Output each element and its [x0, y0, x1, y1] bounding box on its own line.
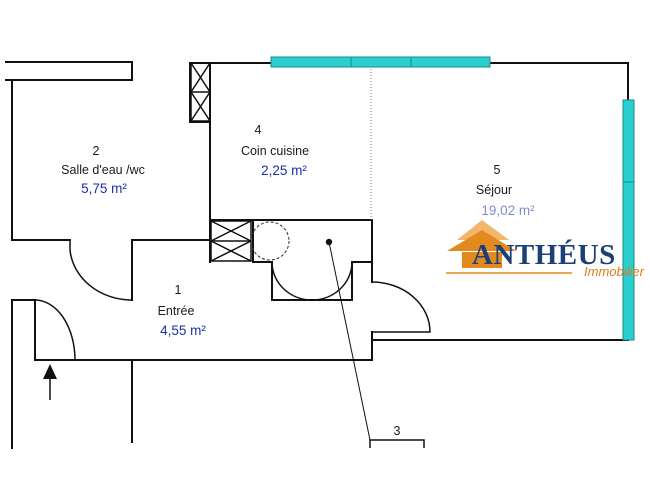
storage-leader: [328, 241, 371, 441]
logo-name: ANTHÉUS: [472, 238, 616, 271]
room-5-number: 5: [494, 163, 501, 177]
window-right-1: [622, 99, 635, 183]
room-4-area: 2,25 m²: [261, 163, 307, 178]
windows: [270, 56, 635, 341]
shaft-middle: [210, 220, 252, 262]
room-labels: 2 Salle d'eau /wc 5,75 m² 4 Coin cuisine…: [61, 123, 535, 438]
room-1-name: Entrée: [158, 304, 195, 318]
logo-tagline: Immobilier: [584, 264, 645, 279]
window-top-1: [270, 56, 352, 68]
room-2-name: Salle d'eau /wc: [61, 163, 145, 177]
storage-label-box: [369, 439, 425, 448]
room-2-area: 5,75 m²: [81, 181, 127, 196]
window-top-2: [350, 56, 412, 68]
room-5-name: Séjour: [476, 183, 512, 197]
water-heater: [250, 221, 290, 261]
entrance-arrow-icon: [43, 364, 57, 400]
room-4-number: 4: [255, 123, 262, 137]
logo-house-icon: [447, 220, 516, 268]
window-right-2: [622, 181, 635, 341]
watermark-logo: ANTHÉUS Immobilier: [446, 220, 645, 279]
window-top-3: [410, 56, 491, 68]
room-1-number: 1: [175, 283, 182, 297]
room-2-number: 2: [93, 144, 100, 158]
room-4-name: Coin cuisine: [241, 144, 309, 158]
room-1-area: 4,55 m²: [160, 323, 206, 338]
doors: [34, 240, 431, 361]
room-3-number: 3: [394, 424, 401, 438]
room-5-area: 19,02 m²: [481, 203, 535, 218]
shaft-top: [190, 62, 211, 122]
